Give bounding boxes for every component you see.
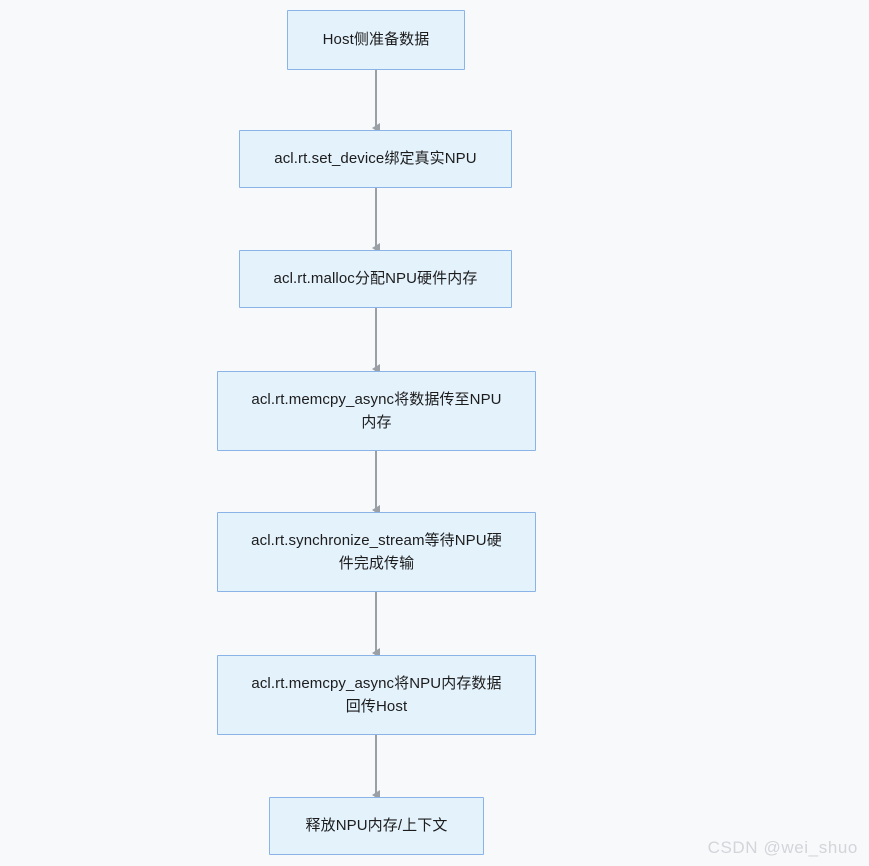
node-label: acl.rt.memcpy_async将NPU内存数据 回传Host	[251, 674, 502, 715]
node-label: acl.rt.malloc分配NPU硬件内存	[273, 270, 478, 288]
process-node-n6: acl.rt.memcpy_async将NPU内存数据 回传Host	[217, 655, 536, 735]
node-label: Host侧准备数据	[322, 31, 430, 49]
csdn-watermark: CSDN @wei_shuo	[707, 838, 858, 857]
node-label: acl.rt.synchronize_stream等待NPU硬 件完成传输	[251, 531, 502, 572]
process-node-n3: acl.rt.malloc分配NPU硬件内存	[239, 250, 512, 308]
node-label: acl.rt.set_device绑定真实NPU	[274, 150, 477, 168]
process-node-n1: Host侧准备数据	[287, 10, 465, 70]
process-node-n7: 释放NPU内存/上下文	[269, 797, 484, 855]
process-node-n5: acl.rt.synchronize_stream等待NPU硬 件完成传输	[217, 512, 536, 592]
process-node-n4: acl.rt.memcpy_async将数据传至NPU 内存	[217, 371, 536, 451]
process-node-n2: acl.rt.set_device绑定真实NPU	[239, 130, 512, 188]
node-label: acl.rt.memcpy_async将数据传至NPU 内存	[251, 390, 502, 431]
node-label: 释放NPU内存/上下文	[305, 817, 448, 835]
